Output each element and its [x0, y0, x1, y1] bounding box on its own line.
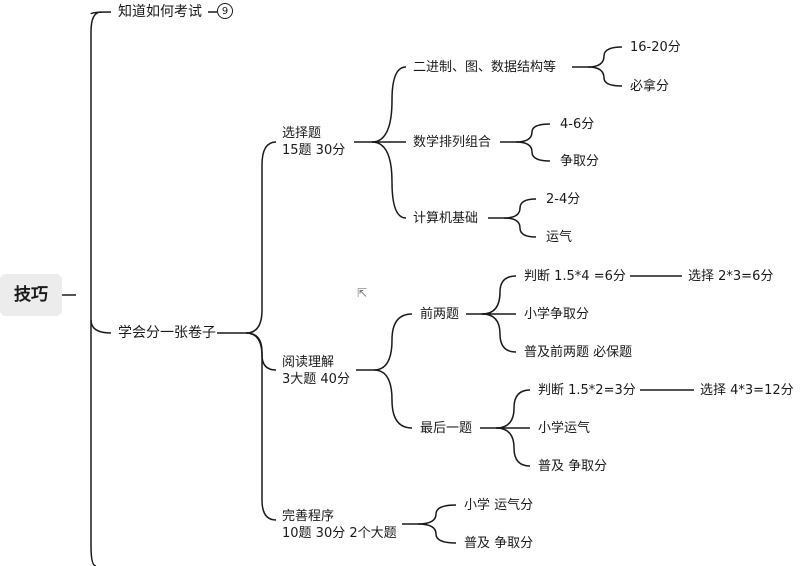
node-primary-luck[interactable]: 小学运气 — [538, 421, 591, 436]
connector-math-fight — [515, 141, 551, 162]
node-luck-1[interactable]: 运气 — [546, 230, 573, 245]
node-computer-basics[interactable]: 计算机基础 — [413, 211, 479, 226]
node-16-20[interactable]: 16-20分 — [630, 40, 681, 55]
node-primary-luck-2[interactable]: 小学 运气分 — [464, 498, 534, 513]
connector-know-exam — [90, 11, 112, 15]
connector-complete-luck — [417, 504, 457, 525]
node-complete-line2: 10题 30分 2个大题 — [282, 526, 397, 541]
node-reading[interactable]: 阅读理解 3大题 40分 — [282, 354, 350, 388]
connector-reading-first — [373, 313, 413, 371]
node-strive-1[interactable]: 争取分 — [560, 154, 600, 169]
node-complete-line1: 完善程序 — [282, 509, 335, 524]
connector-choice-binary — [371, 66, 407, 143]
node-choice-line1: 选择题 — [282, 126, 322, 141]
connector-first-popular — [481, 313, 517, 353]
node-know-exam[interactable]: 知道如何考试 — [118, 4, 202, 20]
connector-choice-comp — [371, 141, 407, 219]
node-must-get[interactable]: 必拿分 — [630, 79, 670, 94]
node-judge-2[interactable]: 判断 1.5*2=3分 — [538, 383, 636, 398]
node-4-6[interactable]: 4-6分 — [560, 117, 595, 132]
node-popular-strive-2[interactable]: 普及 争取分 — [464, 536, 534, 551]
collapsed-count-badge[interactable]: 9 — [217, 3, 233, 19]
node-2-4[interactable]: 2-4分 — [546, 192, 581, 207]
node-choose-2[interactable]: 选择 4*3=12分 — [700, 383, 794, 398]
root-node[interactable]: 技巧 — [0, 274, 62, 316]
connector-reading-last — [373, 369, 413, 429]
connector-learn-split — [90, 319, 112, 334]
node-last-one[interactable]: 最后一题 — [420, 421, 473, 436]
connector-binary-1620 — [587, 46, 623, 68]
node-math-combinatorics[interactable]: 数学排列组合 — [413, 135, 492, 150]
mouse-cursor-icon: ⇱ — [357, 286, 368, 300]
node-popular-strive-1[interactable]: 普及 争取分 — [538, 459, 608, 474]
node-complete-program[interactable]: 完善程序 10题 30分 2个大题 — [282, 508, 397, 542]
node-choice-line2: 15题 30分 — [282, 143, 346, 158]
node-primary-strive[interactable]: 小学争取分 — [524, 307, 590, 322]
node-reading-line2: 3大题 40分 — [282, 372, 350, 387]
connector-complete-fight — [417, 523, 457, 544]
node-choice[interactable]: 选择题 15题 30分 — [282, 125, 345, 159]
connector-split-choice — [245, 141, 277, 334]
node-judge-1[interactable]: 判断 1.5*4 =6分 — [524, 269, 626, 284]
node-choose-1[interactable]: 选择 2*3=6分 — [688, 269, 774, 284]
connector-math-46 — [515, 123, 551, 143]
connector-last-judge — [495, 389, 531, 429]
node-learn-split[interactable]: 学会分一张卷子 — [118, 325, 216, 341]
connector-first-judge — [481, 275, 517, 315]
node-reading-line1: 阅读理解 — [282, 355, 335, 370]
connector-trunk — [90, 11, 102, 566]
connector-last-popular — [495, 427, 531, 467]
connector-comp-luck — [503, 217, 537, 238]
connector-split-reading — [245, 332, 277, 371]
node-popular-must[interactable]: 普及前两题 必保题 — [524, 345, 633, 360]
connector-binary-must — [587, 66, 623, 87]
connector-comp-24 — [503, 198, 537, 219]
node-binary[interactable]: 二进制、图、数据结构等 — [413, 60, 557, 75]
node-first-two[interactable]: 前两题 — [420, 307, 460, 322]
connector-split-complete — [245, 332, 277, 521]
